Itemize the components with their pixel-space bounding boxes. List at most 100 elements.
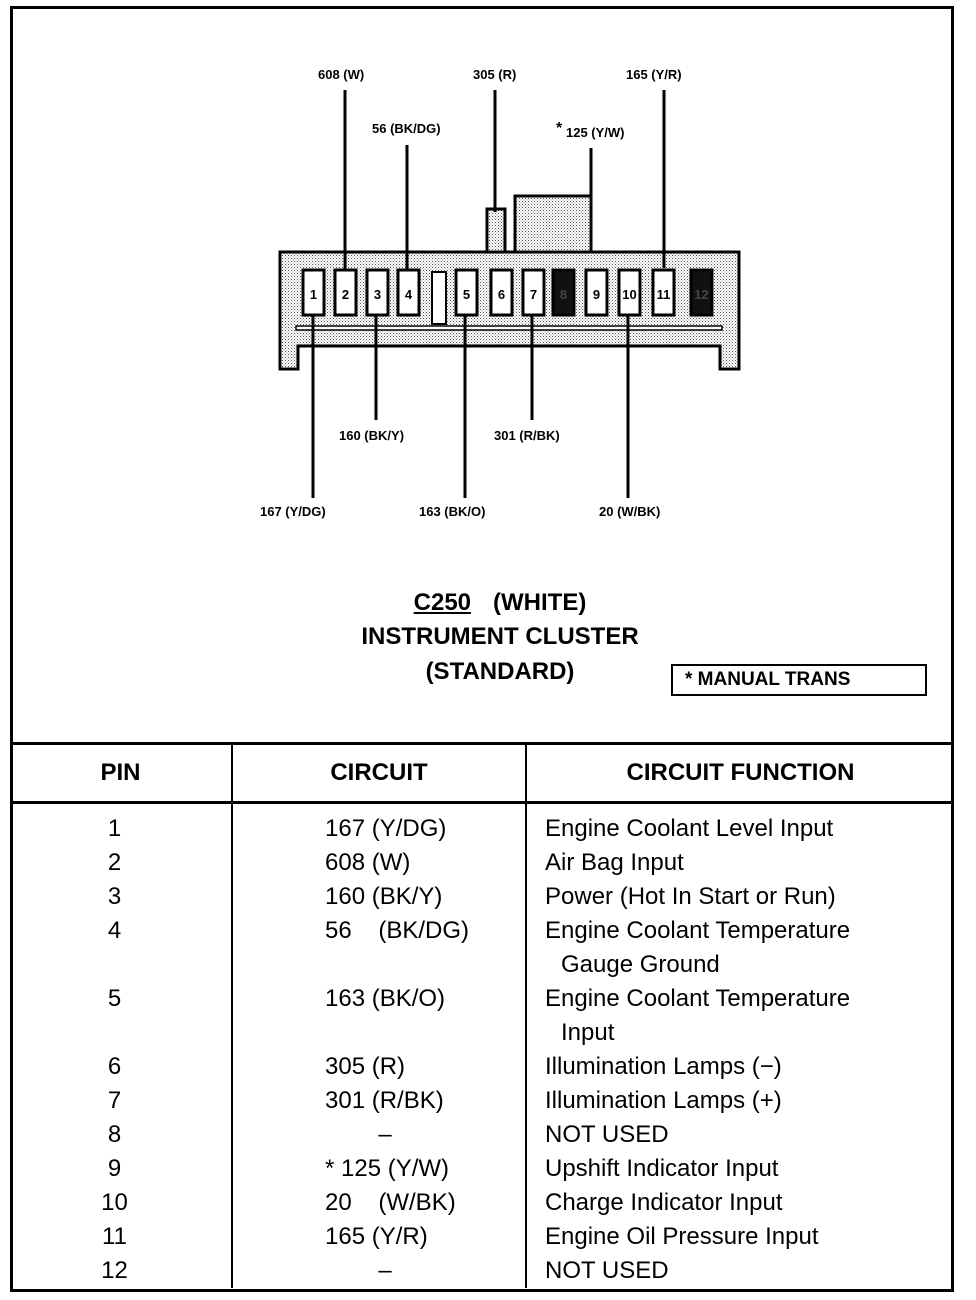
pin-5: 5 [454, 268, 479, 317]
pin-cell: 11 [102, 1223, 127, 1250]
legend-note: * MANUAL TRANS [671, 664, 927, 696]
pin-number-5: 5 [463, 287, 470, 302]
function-cell: Power (Hot In Start or Run) [525, 880, 954, 914]
circuit-cell: – [231, 1118, 526, 1152]
pinout-table-container: PIN CIRCUIT CIRCUIT FUNCTION 1 167 (Y/DG)… [10, 742, 954, 1288]
pin-2: 2 [333, 268, 358, 317]
pin-11: 11 [651, 268, 676, 317]
table-header-row: PIN CIRCUIT CIRCUIT FUNCTION [10, 742, 954, 804]
pin-cavity-8 [551, 268, 576, 317]
pinout-table: PIN CIRCUIT CIRCUIT FUNCTION 1 167 (Y/DG)… [10, 742, 954, 1288]
connector-id: C250 [413, 589, 472, 616]
wire-label-11: 165 (Y/R) [626, 67, 682, 82]
function-text: NOT USED [545, 1257, 669, 1284]
pin-number-4: 4 [405, 287, 413, 302]
function-text: Illumination Lamps (−) [545, 1053, 782, 1080]
circuit-cell: 301 (R/BK) [231, 1084, 526, 1118]
pin-12: 12 [689, 268, 714, 317]
pin-4: 4 [396, 268, 421, 317]
pin-8: 8 [551, 268, 576, 317]
pin-7: 7 [521, 268, 546, 317]
pin-3: 3 [365, 268, 390, 317]
pin-cell: 4 [107, 917, 122, 944]
circuit-cell: 163 (BK/O) [231, 982, 526, 1050]
function-cell: NOT USED [525, 1254, 954, 1288]
wire-label-3: 160 (BK/Y) [339, 428, 404, 443]
function-text-continued: Input [561, 1019, 615, 1046]
wire-label-5: 163 (BK/O) [419, 504, 485, 519]
function-cell: NOT USED [525, 1118, 954, 1152]
pin-cell: 10 [101, 1189, 128, 1216]
pin-cavity-6 [489, 268, 514, 317]
pin-6: 6 [489, 268, 514, 317]
header-pin: PIN [10, 742, 232, 804]
connector-name: INSTRUMENT CLUSTER [361, 623, 639, 650]
pin-number-7: 7 [530, 287, 537, 302]
function-cell: Illumination Lamps (−) [525, 1050, 954, 1084]
pin-cell: 3 [107, 883, 122, 910]
connector-variant: (STANDARD) [425, 658, 575, 685]
function-cell: Engine Oil Pressure Input [525, 1220, 954, 1254]
pin-number-11: 11 [657, 287, 671, 302]
pin-cell: 6 [107, 1053, 122, 1080]
pin-number-3: 3 [374, 287, 381, 302]
pin-number-6: 6 [498, 287, 505, 302]
wire-label-10: 20 (W/BK) [599, 504, 660, 519]
table-row: 8 –NOT USED [10, 1118, 954, 1152]
header-circuit: CIRCUIT [231, 742, 526, 804]
function-text: Illumination Lamps (+) [545, 1087, 782, 1114]
circuit-cell: – [231, 1254, 526, 1288]
circuit-cell: 56 (BK/DG) [231, 914, 526, 982]
pin-cavity-11 [651, 268, 676, 317]
pin-cell: 12 [101, 1257, 128, 1284]
function-text: Air Bag Input [545, 849, 684, 876]
pin-number-10: 10 [622, 287, 636, 302]
header-function: CIRCUIT FUNCTION [525, 742, 954, 804]
connector-title: C250 (WHITE) [300, 586, 700, 620]
table-row: 1 167 (Y/DG) Engine Coolant Level Input [10, 802, 954, 846]
table-row: 9* 125 (Y/W)Upshift Indicator Input [10, 1152, 954, 1186]
function-cell: Charge Indicator Input [525, 1186, 954, 1220]
pin-cavity-12 [689, 268, 714, 317]
pin-cell: 5 [107, 985, 122, 1012]
function-text: Engine Coolant Temperature [545, 917, 851, 944]
pin-number-8: 8 [560, 287, 567, 302]
function-cell: Illumination Lamps (+) [525, 1084, 954, 1118]
function-text: Power (Hot In Start or Run) [545, 883, 836, 910]
pin-cell: 1 [107, 815, 122, 842]
function-text: Engine Oil Pressure Input [545, 1223, 819, 1250]
pin-10: 10 [617, 268, 642, 317]
wire-label-6: 305 (R) [473, 67, 516, 82]
table-row: 11 165 (Y/R) Engine Oil Pressure Input [10, 1220, 954, 1254]
wire-label-9: 125 (Y/W) [566, 125, 625, 140]
circuit-cell: 165 (Y/R) [231, 1220, 526, 1254]
pin-1: 1 [301, 268, 326, 317]
circuit-cell: 608 (W) [231, 846, 526, 880]
pin-number-12: 12 [694, 287, 708, 302]
function-text: Engine Coolant Level Input [545, 815, 834, 842]
wire-label-9-marker: * [556, 120, 563, 137]
table-row: 2 608 (W) Air Bag Input [10, 846, 954, 880]
pin-cell: 8 [107, 1121, 122, 1148]
function-text: NOT USED [545, 1121, 669, 1148]
function-cell: Air Bag Input [525, 846, 954, 880]
pin-cavity-9 [584, 268, 609, 317]
pin-cell: 7 [107, 1087, 122, 1114]
diagram-frame [10, 6, 954, 1292]
table-row: 7 301 (R/BK) Illumination Lamps (+) [10, 1084, 954, 1118]
circuit-cell: * 125 (Y/W) [231, 1152, 526, 1186]
wire-label-2: 608 (W) [318, 67, 364, 82]
pin-number-2: 2 [342, 287, 349, 302]
connector-color: (WHITE) [493, 589, 587, 616]
function-cell: Upshift Indicator Input [525, 1152, 954, 1186]
pin-cell: 2 [107, 849, 122, 876]
circuit-cell: 167 (Y/DG) [231, 802, 526, 846]
